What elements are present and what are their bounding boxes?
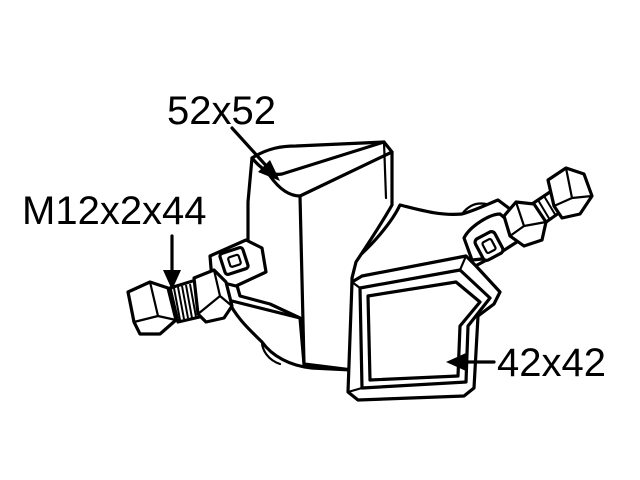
arrow-top-profile xyxy=(230,126,280,181)
left-bolt xyxy=(126,268,234,336)
right-bolt xyxy=(502,166,594,248)
lower-square-receiver xyxy=(346,254,502,402)
right-nut xyxy=(502,200,548,248)
label-top-profile: 52x52 xyxy=(167,89,276,133)
label-side-profile: 42x42 xyxy=(497,341,606,385)
arrow-side-profile xyxy=(446,353,496,371)
left-bolt-thread xyxy=(173,283,197,321)
label-bolt-spec: M12x2x44 xyxy=(22,189,207,233)
arrow-bolt-spec xyxy=(163,234,181,290)
